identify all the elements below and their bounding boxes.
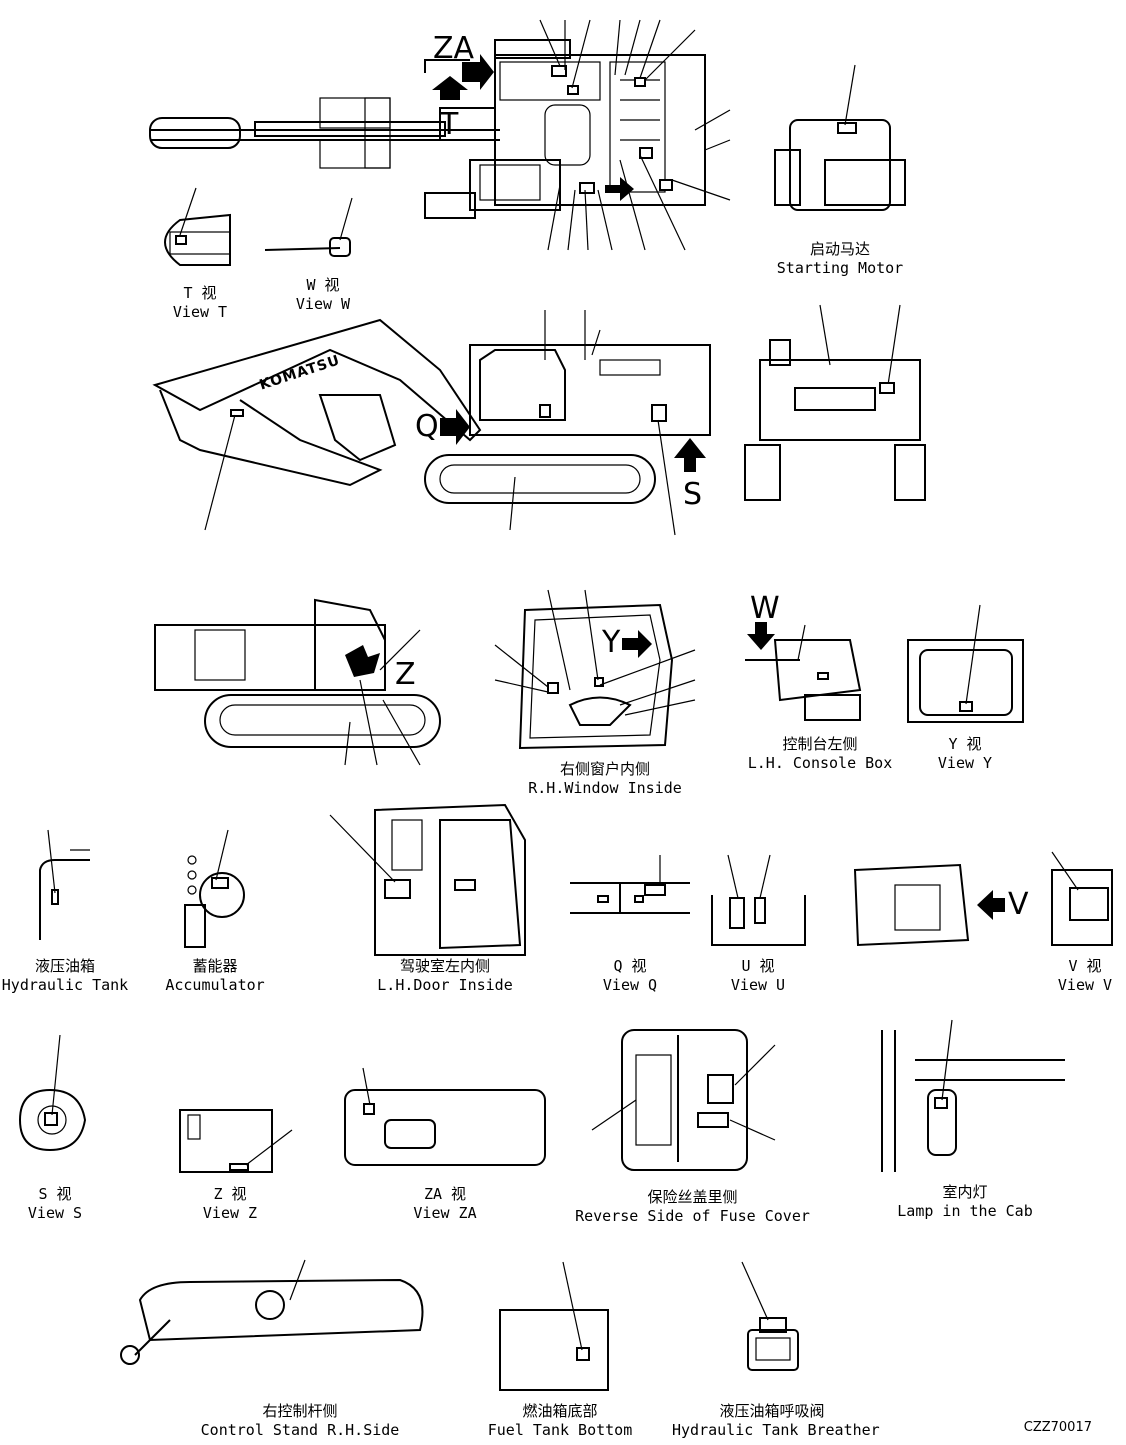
marker-v: V	[1008, 887, 1029, 922]
lh-console-illustration	[745, 622, 862, 721]
tank-breather-illustration	[741, 1261, 799, 1371]
starting-motor-illustration	[774, 64, 906, 211]
view-t-illustration	[164, 187, 231, 266]
view-q-illustration	[570, 855, 690, 914]
marker-t: T	[440, 107, 459, 142]
fuse-cover-illustration	[591, 1029, 776, 1171]
marker-w: W	[750, 591, 780, 626]
view-w-illustration	[264, 197, 353, 257]
view-v-illustration	[853, 851, 1113, 947]
view-z-illustration	[179, 1109, 293, 1173]
control-stand-illustration	[120, 1259, 424, 1365]
marker-y: Y	[602, 625, 621, 660]
view-s-illustration	[18, 1034, 87, 1152]
lh-door-illustration	[329, 803, 526, 956]
marker-s: S	[683, 477, 703, 512]
drawing-code: CZZ70017	[1023, 1420, 1092, 1435]
view-y-illustration	[907, 604, 1024, 723]
marker-za: ZA	[433, 31, 475, 66]
marker-z: Z	[395, 657, 416, 692]
fuel-tank-illustration	[499, 1261, 609, 1391]
rh-window-illustration	[494, 589, 696, 750]
marker-q: Q	[415, 409, 439, 444]
top-view-excavator	[149, 19, 731, 251]
rear-view-excavator	[744, 304, 926, 501]
view-u-illustration	[711, 854, 806, 946]
hydraulic-tank-illustration	[39, 829, 90, 940]
view-za-illustration	[344, 1067, 546, 1166]
cab-lamp-illustration	[881, 1019, 1065, 1172]
side-view-excavator	[152, 310, 711, 536]
left-side-view-excavator	[154, 598, 441, 766]
accumulator-illustration	[184, 829, 245, 948]
